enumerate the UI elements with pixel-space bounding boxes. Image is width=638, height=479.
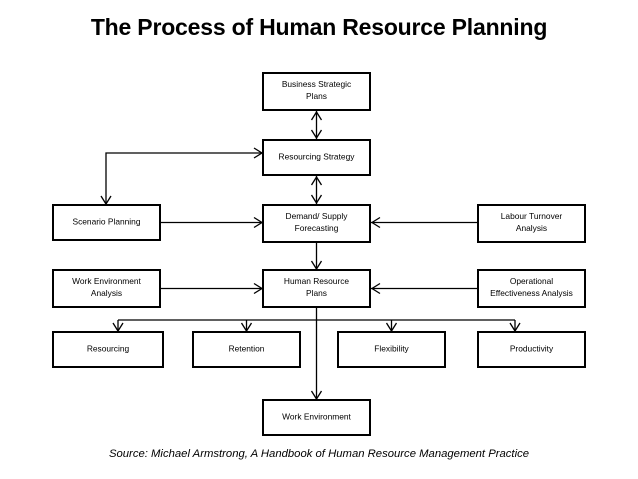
edge-scenario-planning-resourcing-strategy <box>100 147 264 206</box>
node-flexibility[interactable]: Flexibility <box>337 331 446 368</box>
node-layer: Business Strategic Plans Resourcing Stra… <box>52 72 586 436</box>
page-title: The Process of Human Resource Planning <box>90 14 548 40</box>
node-label-human-resource-plans-line1: Human Resource <box>284 276 350 286</box>
node-human-resource-plans[interactable]: Human Resource Plans <box>262 269 371 308</box>
node-label-labour-turnover-analysis-line1: Labour Turnover <box>501 211 563 221</box>
connector-layer <box>100 110 521 401</box>
node-productivity[interactable]: Productivity <box>477 331 586 368</box>
node-label-demand-supply-forecasting-line2: Forecasting <box>295 223 339 233</box>
edge-human-resource-plans-work-environment <box>310 320 323 401</box>
node-label-labour-turnover-analysis-line2: Analysis <box>516 223 547 233</box>
node-label-work-environment-analysis-line1: Work Environment <box>72 276 141 286</box>
node-label-scenario-planning: Scenario Planning <box>73 217 141 227</box>
edge-scenario-planning-demand-supply-forecasting <box>160 216 264 229</box>
node-scenario-planning[interactable]: Scenario Planning <box>52 204 161 241</box>
edge-labour-turnover-analysis-demand-supply-forecasting <box>370 216 478 229</box>
node-labour-turnover-analysis[interactable]: Labour Turnover Analysis <box>477 204 586 243</box>
edge-work-environment-analysis-human-resource-plans <box>160 282 264 295</box>
node-label-retention: Retention <box>229 344 265 354</box>
node-label-productivity: Productivity <box>510 344 554 354</box>
node-label-work-environment-analysis-line2: Analysis <box>91 288 122 298</box>
node-work-environment-analysis[interactable]: Work Environment Analysis <box>52 269 161 308</box>
node-retention[interactable]: Retention <box>192 331 301 368</box>
node-label-flexibility: Flexibility <box>374 344 409 354</box>
node-label-work-environment: Work Environment <box>282 412 351 422</box>
node-label-demand-supply-forecasting-line1: Demand/ Supply <box>286 211 349 221</box>
node-demand-supply-forecasting[interactable]: Demand/ Supply Forecasting <box>262 204 371 243</box>
source-caption: Source: Michael Armstrong, A Handbook of… <box>108 448 530 460</box>
edge-operational-effectiveness-analysis-human-resource-plans <box>370 282 478 295</box>
node-work-environment[interactable]: Work Environment <box>262 399 371 436</box>
node-label-resourcing: Resourcing <box>87 344 130 354</box>
node-resourcing-strategy[interactable]: Resourcing Strategy <box>262 139 371 176</box>
node-label-resourcing-strategy: Resourcing Strategy <box>279 152 356 162</box>
node-label-operational-effectiveness-analysis-line1: Operational <box>510 276 553 286</box>
node-resourcing[interactable]: Resourcing <box>52 331 164 368</box>
node-label-business-strategic-plans-line1: Business Strategic <box>282 79 351 89</box>
node-operational-effectiveness-analysis[interactable]: Operational Effectiveness Analysis <box>477 269 586 308</box>
edge-resourcing-strategy-demand-supply-forecasting <box>310 175 323 205</box>
node-label-operational-effectiveness-analysis-line2: Effectiveness Analysis <box>490 288 573 298</box>
node-business-strategic-plans[interactable]: Business Strategic Plans <box>262 72 371 111</box>
node-label-human-resource-plans-line2: Plans <box>306 288 327 298</box>
node-label-business-strategic-plans-line2: Plans <box>306 91 327 101</box>
edge-resourcing-strategy-business-strategic-plans <box>310 110 323 140</box>
edge-demand-supply-forecasting-human-resource-plans <box>310 242 323 271</box>
